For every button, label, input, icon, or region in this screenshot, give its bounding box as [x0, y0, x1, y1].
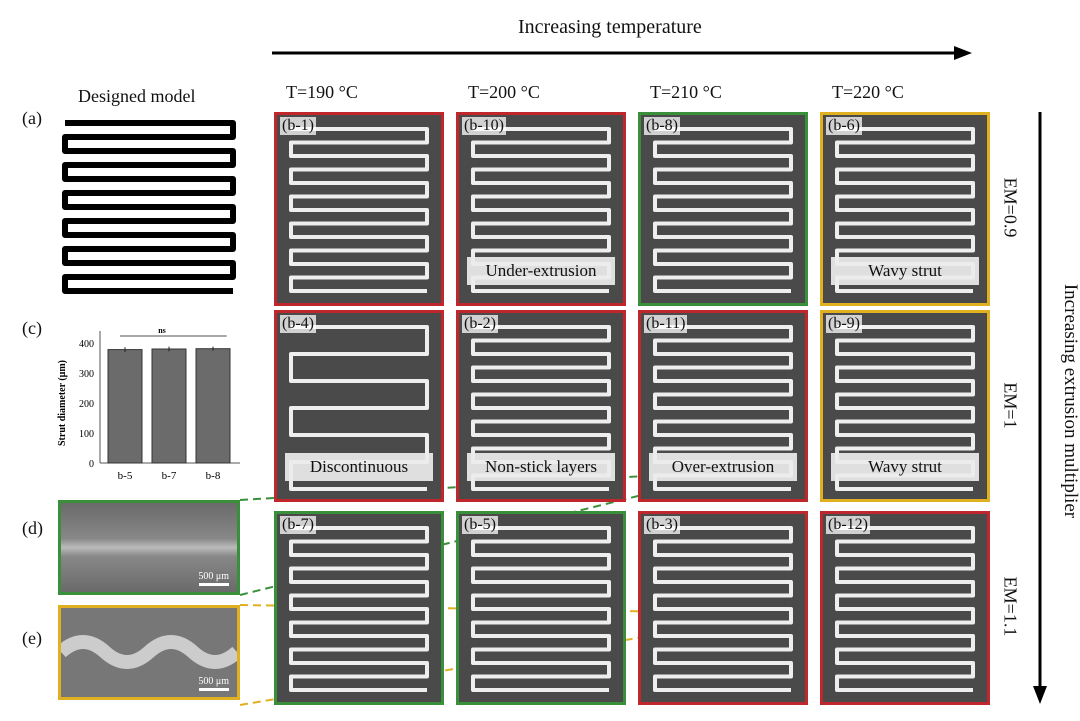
print-panel: (b-7)	[274, 511, 444, 705]
significance-label: ns	[158, 326, 166, 335]
print-panel: (b-8)	[638, 112, 808, 306]
column-header: T=190 °C	[286, 82, 358, 102]
defect-note: Under-extrusion	[467, 257, 615, 285]
label-c: (c)	[22, 318, 42, 338]
x-tick-label: b-8	[206, 470, 221, 482]
bar	[195, 348, 231, 464]
temperature-arrow	[272, 46, 972, 60]
row-header: EM=1.1	[1000, 576, 1021, 637]
print-panel: (b-10) Under-extrusion	[456, 112, 626, 306]
sem-image-straight: 500 μm	[58, 500, 240, 595]
defect-note: Over-extrusion	[649, 453, 797, 481]
y-axis-title: Strut diameter (μm)	[57, 360, 68, 446]
sem-image-wavy: 500 μm	[58, 605, 240, 700]
label-e: (e)	[22, 628, 42, 648]
x-tick-label: b-7	[162, 470, 177, 482]
y-tick-label: 400	[79, 339, 94, 350]
column-header: T=220 °C	[832, 82, 904, 102]
panel-label: (b-6)	[826, 117, 862, 135]
printed-strut-pattern	[835, 526, 975, 692]
panel-label: (b-4)	[280, 315, 316, 333]
row-header: EM=1	[1000, 382, 1021, 429]
defect-note: Discontinuous	[285, 453, 433, 481]
printed-strut-pattern	[653, 127, 793, 293]
bar	[107, 349, 143, 464]
y-tick-label: 0	[89, 459, 94, 470]
panel-label: (b-12)	[826, 516, 870, 534]
panel-label: (b-9)	[826, 315, 862, 333]
y-tick-label: 300	[79, 369, 94, 380]
printed-strut-pattern	[653, 526, 793, 692]
y-tick-label: 200	[79, 399, 94, 410]
print-panel: (b-1)	[274, 112, 444, 306]
row-header: EM=0.9	[1000, 177, 1021, 238]
panel-label: (b-8)	[644, 117, 680, 135]
print-panel: (b-9) Wavy strut	[820, 310, 990, 502]
extrusion-arrow	[1033, 112, 1047, 704]
bar	[151, 348, 187, 464]
print-panel: (b-3)	[638, 511, 808, 705]
y-tick-label: 100	[79, 429, 94, 440]
print-panel: (b-5)	[456, 511, 626, 705]
panel-label: (b-3)	[644, 516, 680, 534]
defect-note: Non-stick layers	[467, 453, 615, 481]
scale-bar-label: 500 μm	[198, 571, 229, 582]
print-panel: (b-11) Over-extrusion	[638, 310, 808, 502]
panel-label: (b-7)	[280, 516, 316, 534]
label-d: (d)	[22, 518, 43, 538]
x-tick-label: b-5	[118, 470, 133, 482]
label-a: (a)	[22, 108, 42, 128]
panel-label: (b-5)	[462, 516, 498, 534]
defect-note: Wavy strut	[831, 257, 979, 285]
scale-bar-label: 500 μm	[198, 676, 229, 687]
panel-label: (b-1)	[280, 117, 316, 135]
column-header: T=200 °C	[468, 82, 540, 102]
printed-strut-pattern	[289, 127, 429, 293]
panel-label: (b-10)	[462, 117, 506, 135]
panel-label: (b-11)	[644, 315, 688, 333]
print-panel: (b-2) Non-stick layers	[456, 310, 626, 502]
print-panel: (b-4) Discontinuous	[274, 310, 444, 502]
printed-strut-pattern	[289, 526, 429, 692]
designed-model-title: Designed model	[78, 86, 196, 106]
x-axis-label: Increasing temperature	[518, 16, 702, 38]
defect-note: Wavy strut	[831, 453, 979, 481]
printed-strut-pattern	[471, 526, 611, 692]
designed-model	[62, 120, 236, 294]
print-panel: (b-12)	[820, 511, 990, 705]
print-panel: (b-6) Wavy strut	[820, 112, 990, 306]
panel-label: (b-2)	[462, 315, 498, 333]
column-header: T=210 °C	[650, 82, 722, 102]
y-axis-label: Increasing extrusion multiplier	[1060, 283, 1080, 519]
